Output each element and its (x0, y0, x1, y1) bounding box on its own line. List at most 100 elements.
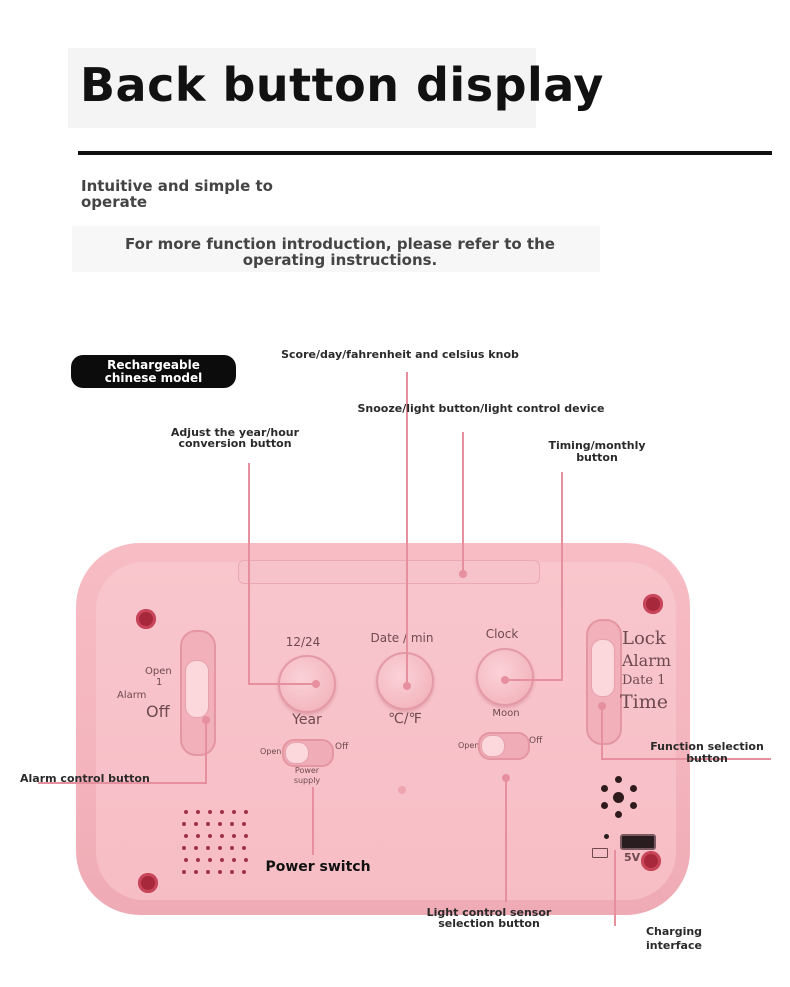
grille-hole (244, 858, 248, 862)
grille-hole (208, 834, 212, 838)
knob-3-top-label: Clock (485, 627, 519, 641)
leader-dot (598, 702, 606, 710)
leader-timing (561, 472, 563, 681)
knob-1-top-label: 12/24 (285, 635, 321, 649)
light-sensor-toggle[interactable] (478, 732, 530, 760)
top-ridge (238, 560, 540, 584)
leader-dot (502, 774, 510, 782)
knob-2-top-label: Date / min (370, 631, 434, 645)
grille-hole (194, 846, 198, 850)
grille-hole (208, 810, 212, 814)
leader-dot (202, 716, 210, 724)
grille-hole (184, 834, 188, 838)
grille-hole (182, 846, 186, 850)
grille-hole (194, 870, 198, 874)
alarm-off-label: Off (146, 702, 170, 721)
callout-score-knob: Score/day/fahrenheit and celsius knob (281, 348, 519, 361)
grille-hole (206, 822, 210, 826)
grille-hole (244, 834, 248, 838)
leader-function (601, 705, 603, 760)
usb-label: 5V (624, 851, 641, 864)
grille-hole (242, 846, 246, 850)
buzzer-hole (615, 776, 622, 783)
charge-led (604, 834, 609, 839)
knob-2-bottom-label: ℃/℉ (388, 711, 422, 727)
callout-snooze: Snooze/light button/light control device (357, 402, 605, 415)
grille-hole (242, 822, 246, 826)
alarm-slider[interactable] (180, 630, 216, 756)
grille-hole (230, 870, 234, 874)
grille-hole (218, 822, 222, 826)
leader-year-hour-h (248, 683, 314, 685)
grille-hole (220, 858, 224, 862)
func-date-label: Date 1 (622, 673, 666, 688)
page-title: Back button display (80, 58, 604, 112)
grille-hole (232, 858, 236, 862)
screw-bottom-right (641, 851, 661, 871)
screw-bottom-left (138, 873, 158, 893)
leader-timing-h (505, 679, 563, 681)
grille-hole (242, 870, 246, 874)
callout-function-selection: Function selection button (650, 740, 764, 765)
grille-hole (232, 810, 236, 814)
knob-date-min[interactable] (376, 652, 434, 710)
callout-charging: Charging interface (645, 925, 703, 952)
model-badge: Rechargeable chinese model (71, 355, 236, 388)
grille-hole (182, 870, 186, 874)
title-divider (78, 151, 772, 155)
func-alarm-label: Alarm (622, 651, 672, 670)
leader-dot (501, 676, 509, 684)
leader-alarm-h (38, 782, 207, 784)
grille-hole (230, 822, 234, 826)
function-slider[interactable] (586, 619, 622, 745)
alarm-slider-thumb[interactable] (185, 660, 209, 718)
leader-sensor (505, 778, 507, 902)
grille-hole (182, 822, 186, 826)
grille-hole (206, 870, 210, 874)
subtitle: Intuitive and simple to operate (81, 177, 273, 211)
buzzer-hole (630, 785, 637, 792)
knob-1-bottom-label: Year (292, 712, 322, 728)
power-open-label: Open (260, 747, 282, 756)
grille-hole (184, 810, 188, 814)
leader-alarm (205, 722, 207, 782)
grille-hole (218, 846, 222, 850)
grille-hole (218, 870, 222, 874)
leader-dot (459, 570, 467, 578)
leader-score-knob (406, 372, 408, 685)
power-supply-label: Power supply (293, 766, 321, 785)
title-background (68, 48, 536, 128)
buzzer-hole (613, 792, 624, 803)
battery-icon (592, 848, 608, 858)
buzzer-hole (601, 785, 608, 792)
buzzer-hole (615, 811, 622, 818)
function-slider-thumb[interactable] (591, 639, 615, 697)
leader-year-hour (248, 463, 250, 685)
leader-function-h (601, 758, 771, 760)
func-time-label: Time (620, 691, 669, 713)
power-switch-thumb[interactable] (285, 742, 309, 764)
power-off-label: Off (335, 742, 349, 752)
leader-snooze (462, 432, 464, 574)
screw-top-left (136, 609, 156, 629)
callout-power-switch: Power switch (265, 859, 371, 875)
grille-hole (232, 834, 236, 838)
instructions-text: For more function introduction, please r… (125, 235, 555, 269)
light-sensor-thumb[interactable] (481, 735, 505, 757)
grille-hole (220, 810, 224, 814)
instructions-background (72, 226, 600, 272)
grille-hole (244, 810, 248, 814)
model-badge-text: Rechargeable chinese model (104, 357, 203, 385)
grille-hole (194, 822, 198, 826)
power-switch-toggle[interactable] (282, 739, 334, 767)
alarm-label: Alarm (117, 690, 147, 701)
alarm-one-label: 1 (156, 677, 163, 688)
callout-alarm-control: Alarm control button (20, 772, 150, 785)
func-lock-label: Lock (622, 628, 666, 649)
callout-timing: Timing/monthly button (548, 439, 646, 464)
leader-charging (614, 850, 616, 926)
speaker-grille (176, 808, 256, 884)
usb-port[interactable] (620, 834, 656, 850)
grille-hole (196, 858, 200, 862)
callout-light-sensor: Light control sensor selection button (426, 906, 552, 930)
